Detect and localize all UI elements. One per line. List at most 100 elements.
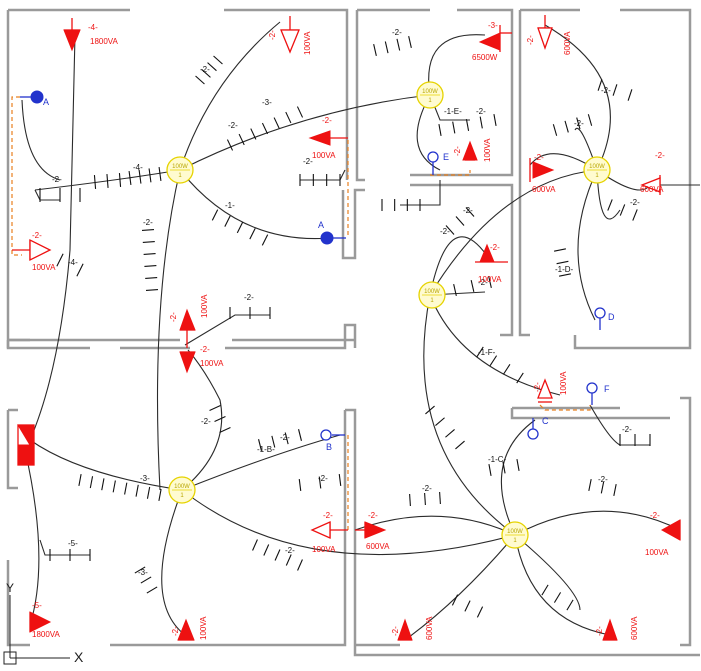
ceiling-lamp-icon[interactable]: 100W 1 <box>416 81 444 109</box>
svg-text:-2-: -2- <box>533 382 542 392</box>
power-outlet-icon[interactable]: -2- 600VA <box>391 616 434 641</box>
svg-text:600VA: 600VA <box>630 616 639 640</box>
cable-tick <box>516 372 524 384</box>
svg-text:-2-: -2- <box>391 626 400 636</box>
circuit-mark: -2- <box>622 425 632 434</box>
cable-tick <box>138 169 142 184</box>
cable-tick <box>261 234 269 246</box>
svg-text:100VA: 100VA <box>559 371 568 395</box>
svg-text:600VA: 600VA <box>366 542 390 551</box>
cable-tick <box>106 173 109 189</box>
wire <box>34 189 60 201</box>
power-outlet-icon[interactable]: -2- 100VA <box>453 138 492 162</box>
wire <box>544 24 611 171</box>
circuit-mark: -2- <box>392 28 402 37</box>
wall-segment <box>410 183 514 337</box>
svg-text:-2-: -2- <box>650 511 660 520</box>
cable-tick <box>470 280 475 292</box>
cable-tick <box>78 474 82 486</box>
light-switch-icon[interactable]: A <box>318 220 346 245</box>
light-switch-icon[interactable]: A <box>20 90 49 107</box>
cable-tick <box>488 463 492 477</box>
cable-tick <box>453 284 457 296</box>
power-outlet-icon[interactable]: -2- 100VA <box>645 511 681 557</box>
circuit-mark: -1- <box>225 201 235 210</box>
svg-text:100W: 100W <box>507 529 523 535</box>
wiring <box>21 21 700 641</box>
svg-text:A: A <box>43 97 49 107</box>
power-outlet-icon[interactable]: -2- 600VA <box>529 153 556 194</box>
power-outlet-icon[interactable]: -2- 100VA <box>179 345 224 374</box>
cable-tick <box>76 263 84 277</box>
wire <box>181 434 341 491</box>
ucs-x-label: X <box>74 649 84 665</box>
cable-tick <box>409 493 411 507</box>
light-switch-icon[interactable]: F <box>586 382 610 405</box>
cable-tick <box>612 84 618 96</box>
wall-segment <box>355 10 365 182</box>
cable-tick <box>135 484 139 497</box>
cable-tick <box>145 289 159 291</box>
cable-tick <box>213 55 223 65</box>
svg-text:6500W: 6500W <box>472 53 498 62</box>
light-switch-icon[interactable]: D <box>594 307 615 330</box>
wire <box>181 489 516 556</box>
cable-tick <box>93 174 97 190</box>
power-outlet-icon[interactable]: -2- 100VA <box>169 294 209 348</box>
distribution-panel-icon[interactable] <box>17 424 35 466</box>
circuit-mark: -2- <box>601 86 611 95</box>
cable-tick <box>373 44 377 56</box>
power-outlet-icon[interactable]: -4- 1800VA <box>63 18 119 52</box>
circuit-mark: -3- <box>138 568 148 577</box>
cable-tick <box>158 166 162 182</box>
wire <box>179 21 281 171</box>
svg-text:100W: 100W <box>424 289 440 295</box>
outlets: -4- 1800VA -2- 100VA -3- 6500W -2- 600VA <box>12 15 681 641</box>
cable-tick <box>588 479 592 491</box>
power-outlet-icon[interactable]: -2- 100VA <box>533 371 568 403</box>
cable-tick-marks <box>39 36 651 618</box>
cable-tick <box>263 544 270 556</box>
cable-tick <box>408 36 412 48</box>
ceiling-lamp-icon[interactable]: 100W 1 <box>166 156 194 184</box>
ceiling-lamp-icon[interactable]: 100W 1 <box>418 281 446 309</box>
svg-text:100VA: 100VA <box>200 359 224 368</box>
power-outlet-icon[interactable]: -2- 600VA <box>526 15 572 55</box>
ceiling-lamp-icon[interactable]: 100W 1 <box>168 476 196 504</box>
wire <box>161 489 186 636</box>
power-outlet-icon[interactable]: -2- 600VA <box>640 151 665 195</box>
svg-text:-2-: -2- <box>268 30 277 40</box>
svg-text:-2-: -2- <box>453 146 462 156</box>
cable-tick <box>435 417 445 426</box>
circuit-mark: -1-B- <box>257 445 275 454</box>
cable-tick <box>146 586 158 594</box>
power-outlet-icon[interactable]: -2- 100VA <box>308 116 348 160</box>
circuit-mark: -2- <box>201 417 211 426</box>
cable-tick <box>455 216 465 226</box>
svg-text:100VA: 100VA <box>200 294 209 318</box>
light-switch-icon[interactable]: C <box>527 416 549 440</box>
svg-text:1: 1 <box>513 538 517 544</box>
cable-tick <box>134 566 146 574</box>
cable-tick <box>502 461 506 474</box>
power-outlet-icon[interactable]: -3- 6500W <box>472 21 512 62</box>
light-switch-icon[interactable]: E <box>427 151 449 175</box>
power-outlet-icon[interactable]: -2- 100VA <box>171 616 208 641</box>
cable-tick <box>219 427 231 433</box>
power-outlet-icon[interactable]: -2- 100VA <box>12 231 56 272</box>
power-outlet-icon[interactable]: -2- 100VA <box>310 511 348 554</box>
svg-text:-2-: -2- <box>655 151 665 160</box>
power-outlet-icon[interactable]: -5- 1800VA <box>29 601 61 639</box>
power-outlet-icon[interactable]: -2- 600VA <box>595 616 639 641</box>
circuit-mark: -2- <box>440 227 450 236</box>
power-outlet-icon[interactable]: -2- 600VA <box>355 511 390 551</box>
wire <box>429 236 491 296</box>
power-outlet-icon[interactable]: -2- 100VA <box>475 243 508 284</box>
ceiling-lamp-icon[interactable]: 100W 1 <box>501 521 529 549</box>
svg-text:-2-: -2- <box>368 511 378 520</box>
svg-text:100W: 100W <box>174 484 190 490</box>
light-switch-icon[interactable]: B <box>320 429 345 452</box>
power-outlet-icon[interactable]: -2- 100VA <box>268 16 312 55</box>
ceiling-lamp-icon[interactable]: 100W 1 <box>583 156 611 184</box>
cable-tick <box>600 481 605 494</box>
